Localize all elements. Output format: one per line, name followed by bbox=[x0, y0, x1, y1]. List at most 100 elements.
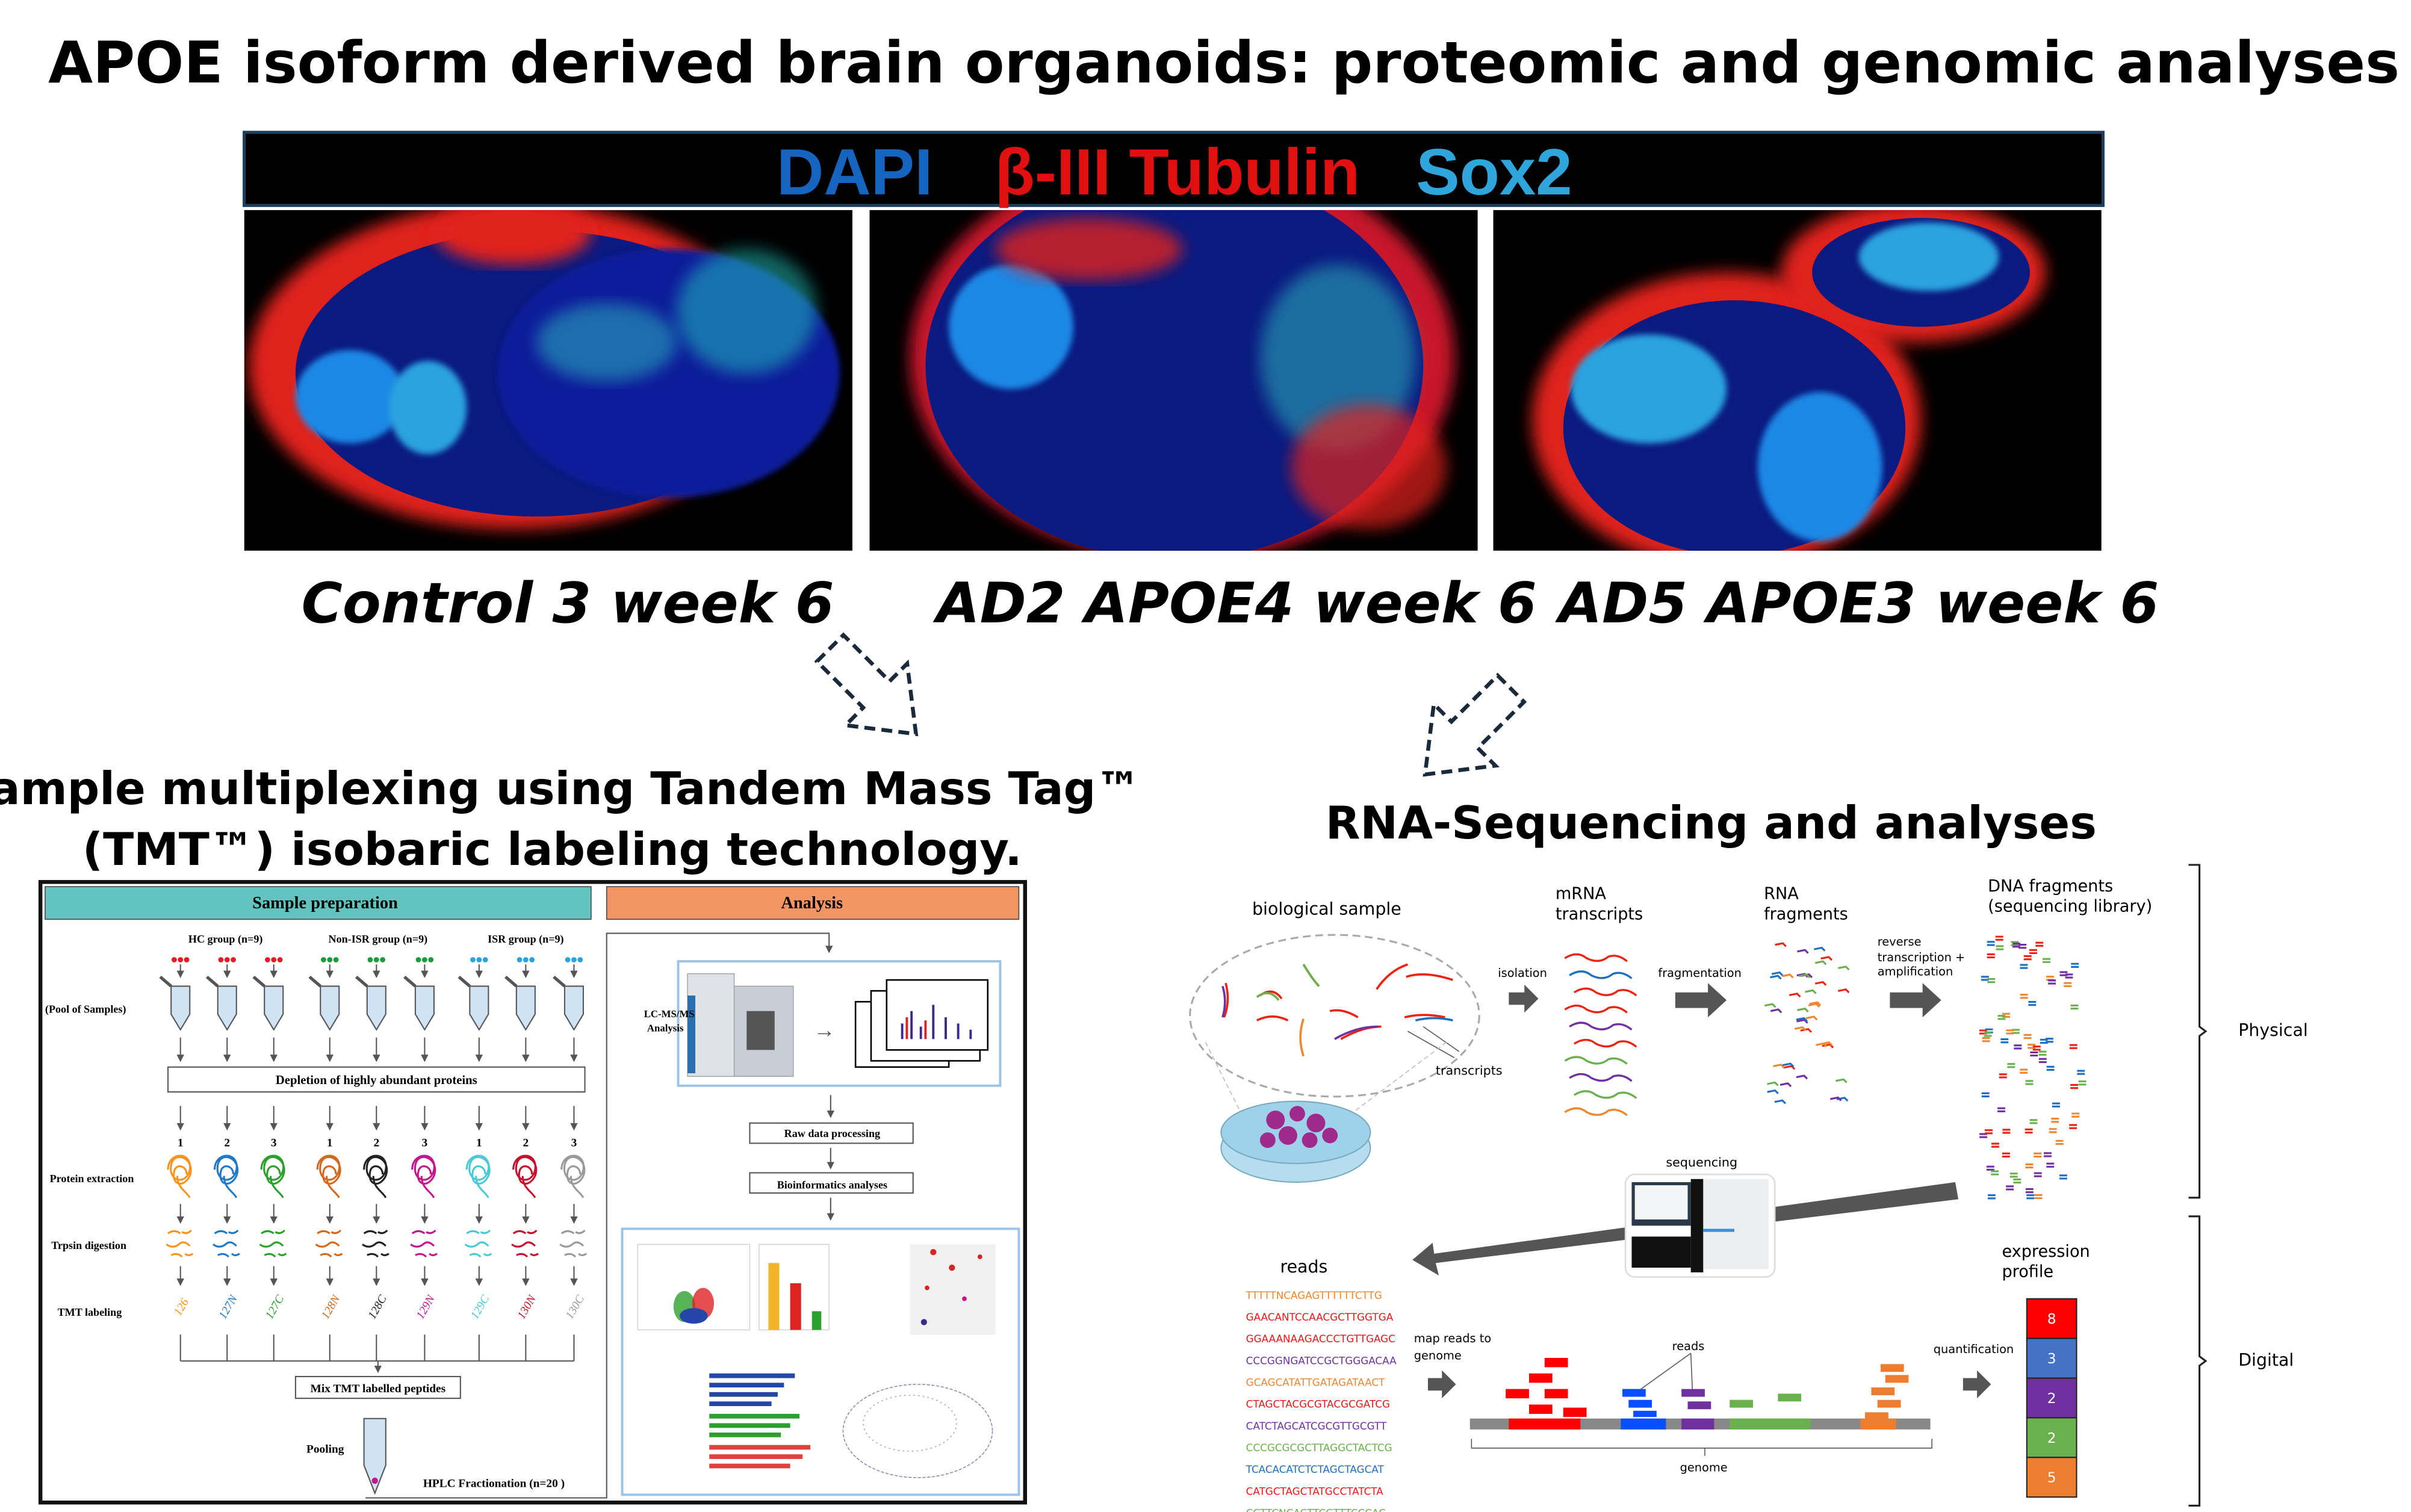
rna-fragment bbox=[1813, 946, 1826, 952]
sample-number: 2 bbox=[523, 1137, 529, 1150]
rna-fragment bbox=[1798, 973, 1811, 979]
dna-fragments-illustration bbox=[1979, 935, 2087, 1200]
peptide-fragments-icon bbox=[410, 1229, 438, 1258]
caption-control: Control 3 week 6 bbox=[302, 571, 834, 636]
sample-tube-icon bbox=[217, 985, 237, 1031]
genome-label: genome bbox=[1680, 1461, 1728, 1475]
rt-label-line3: amplification bbox=[1878, 964, 1953, 978]
dna-fragment bbox=[2002, 1152, 2010, 1157]
dna-fragment bbox=[1987, 941, 1995, 946]
rna-fragment bbox=[1797, 949, 1809, 954]
dna-fragment bbox=[1995, 935, 2003, 941]
dna-fragment bbox=[2038, 1058, 2047, 1064]
dna-fragment bbox=[2034, 1172, 2042, 1177]
sample-tube-icon bbox=[469, 985, 489, 1031]
tube-cap-icon bbox=[458, 975, 471, 988]
rna-fragment bbox=[1796, 1018, 1808, 1024]
dna-fragment bbox=[2025, 1163, 2034, 1169]
rna-fragment bbox=[1837, 988, 1850, 994]
dna-label-line2: (sequencing library) bbox=[1988, 897, 2152, 916]
tube-cap-icon bbox=[403, 975, 417, 988]
rna-fragment bbox=[1767, 1081, 1779, 1086]
dna-fragment bbox=[1982, 1037, 1990, 1043]
sample-dot bbox=[422, 957, 427, 962]
digital-brace bbox=[2188, 1215, 2208, 1507]
profile-segment bbox=[2026, 1417, 2077, 1458]
dna-fragment bbox=[2059, 1174, 2067, 1180]
dna-fragment bbox=[2046, 1065, 2055, 1071]
sample-dot bbox=[565, 957, 571, 962]
dna-fragment bbox=[2007, 1063, 2015, 1068]
tmt-workflow-panel: Sample preparation Analysis HC group (n=… bbox=[38, 880, 1028, 1505]
dna-fragment bbox=[2035, 941, 2044, 947]
sample-dot bbox=[577, 957, 583, 962]
isolation-arrow-icon bbox=[1509, 984, 1539, 1013]
tmt-labeling-label: TMT labeling bbox=[58, 1306, 122, 1318]
physical-label: Physical bbox=[2238, 1020, 2308, 1040]
dna-fragment bbox=[2020, 994, 2028, 999]
rna-fragment bbox=[1805, 1015, 1818, 1021]
reads-title: reads bbox=[1280, 1257, 1328, 1277]
sample-dot bbox=[482, 957, 488, 962]
rna-label-line1: RNA bbox=[1764, 885, 1799, 903]
organoid-image-control bbox=[244, 210, 852, 551]
caption-ad2: AD2 APOE4 week 6 bbox=[932, 571, 1537, 636]
dna-fragment bbox=[1987, 1194, 1996, 1200]
rna-fragment bbox=[1770, 1008, 1783, 1014]
sample-dot bbox=[571, 957, 577, 962]
dna-fragment bbox=[2071, 962, 2079, 968]
dna-fragment bbox=[2029, 1119, 2038, 1124]
mrna-transcript bbox=[1564, 1056, 1628, 1065]
biological-sample-illustration bbox=[1189, 934, 1480, 1183]
sample-dot bbox=[277, 957, 283, 962]
rna-fragment bbox=[1800, 1027, 1813, 1033]
peptide-fragments-icon bbox=[464, 1229, 492, 1258]
peptide-fragments-icon bbox=[362, 1229, 389, 1258]
mrna-transcript bbox=[1573, 1090, 1637, 1099]
read-sequence: GAACANTCCAACGCTTGGTGA bbox=[1246, 1311, 1394, 1323]
rna-fragment bbox=[1814, 960, 1827, 965]
arrow-right-icon: → bbox=[813, 1018, 835, 1043]
sample-number: 3 bbox=[571, 1137, 577, 1150]
sample-dot bbox=[333, 957, 339, 962]
dna-fragment bbox=[1987, 953, 1995, 959]
depletion-box: Depletion of highly abundant proteins bbox=[276, 1074, 477, 1087]
isolation-label: isolation bbox=[1498, 966, 1547, 980]
dna-fragment bbox=[1984, 1032, 1992, 1037]
rna-fragment bbox=[1771, 971, 1784, 976]
analysis-header: Analysis bbox=[781, 894, 843, 912]
rt-label-line1: reverse bbox=[1878, 935, 1922, 949]
sample-number: 1 bbox=[476, 1137, 482, 1150]
protein-extraction-label: Protein extraction bbox=[50, 1173, 134, 1185]
sample-dot bbox=[224, 957, 230, 962]
read-sequence: CATGCTAGCTATGCCTATCTA bbox=[1246, 1485, 1384, 1497]
sequencer-icon bbox=[1624, 1173, 1776, 1278]
sample-dot bbox=[373, 957, 379, 962]
organoid-image-ad2-apoe4 bbox=[869, 210, 1478, 551]
page-title: APOE isoform derived brain organoids: pr… bbox=[48, 29, 2400, 96]
sample-dot bbox=[367, 957, 373, 962]
rna-fragment bbox=[1829, 1096, 1842, 1101]
sample-dot bbox=[517, 957, 523, 962]
dna-fragment bbox=[1996, 945, 2004, 950]
sample-tube-icon bbox=[170, 985, 191, 1031]
protein-coil-icon bbox=[560, 1154, 586, 1198]
read-sequence: GCAGCATATTGATAGATAACT bbox=[1246, 1376, 1385, 1388]
dna-fragment bbox=[1997, 1015, 2006, 1020]
rna-fragment bbox=[1809, 1001, 1822, 1006]
mrna-label-line2: transcripts bbox=[1556, 905, 1643, 923]
sox2-label: Sox2 bbox=[1416, 135, 1572, 208]
tube-cap-icon bbox=[308, 975, 321, 988]
dna-fragment bbox=[2069, 1124, 2077, 1129]
rnaseq-workflow-panel: biological sample mRNA transcripts RNA f… bbox=[1189, 864, 2308, 1512]
protein-coil-icon bbox=[260, 1154, 285, 1198]
tubulin-label: β-III Tubulin bbox=[995, 135, 1361, 208]
dna-fragment bbox=[2025, 1188, 2034, 1194]
dna-fragment bbox=[2038, 1050, 2047, 1056]
dna-fragment bbox=[2049, 1128, 2057, 1133]
dna-fragment bbox=[2026, 1194, 2035, 1200]
dna-fragment bbox=[1986, 1165, 1994, 1171]
pooling-label: Pooling bbox=[306, 1443, 344, 1456]
rna-fragment bbox=[1794, 1026, 1807, 1031]
mrna-transcript bbox=[1564, 1107, 1628, 1117]
